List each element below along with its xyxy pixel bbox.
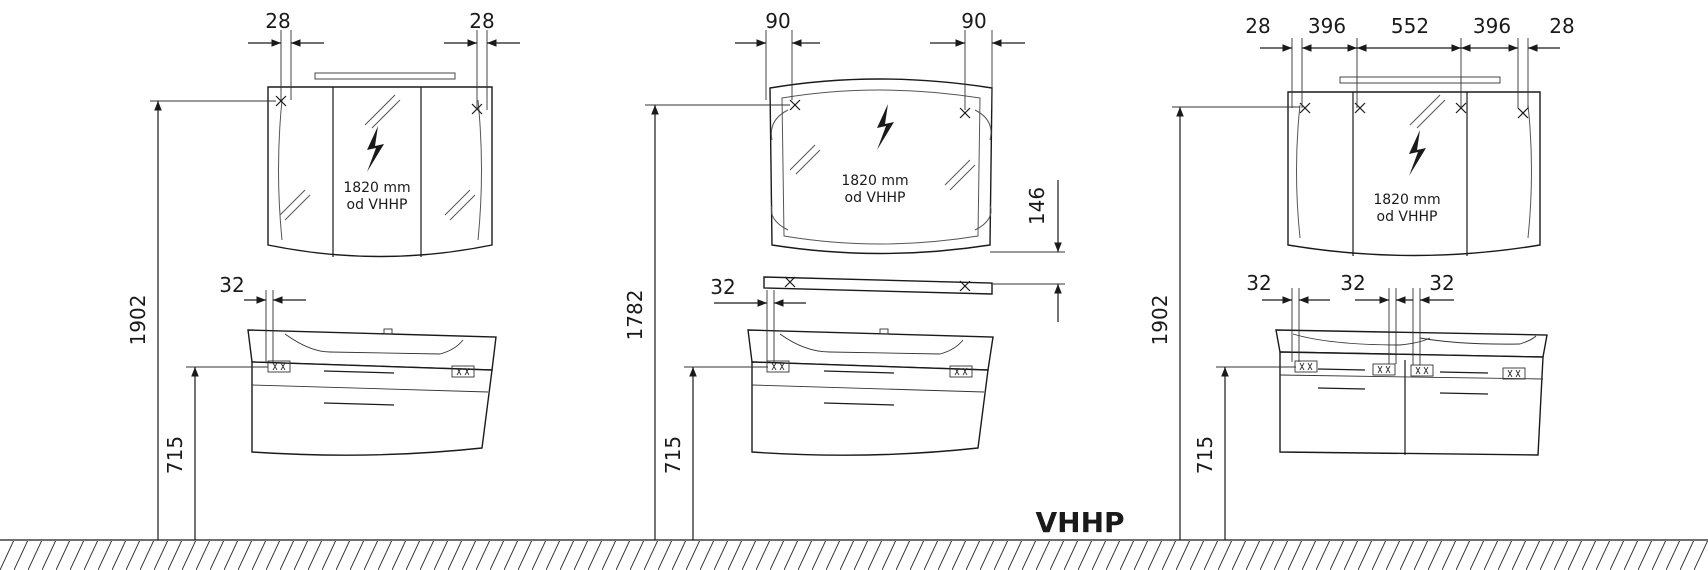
left-electric-socket-icon-2 — [451, 365, 475, 378]
right-socket-note-2: od VHHP — [1377, 209, 1438, 225]
middle-height-mirror: 1782 — [623, 290, 647, 341]
middle-dim-tap: 32 — [710, 275, 735, 299]
right-electric-socket-icon-3 — [1410, 364, 1434, 377]
right-mounting-point-icon-4 — [1517, 107, 1529, 119]
left-socket-note-2: od VHHP — [347, 197, 408, 213]
right-height-vanity: 715 — [1193, 436, 1217, 474]
left-vanity — [247, 328, 497, 456]
middle-electric-socket-icon-2 — [949, 365, 973, 378]
middle-unit: 1820 mm od VHHP 90 90 1782 146 — [623, 9, 1065, 540]
right-dim-top-3: 552 — [1391, 14, 1429, 38]
right-dim-top-5: 28 — [1549, 14, 1574, 38]
right-dim-top-2: 396 — [1308, 14, 1346, 38]
right-dim-tap-3: 32 — [1429, 271, 1454, 295]
middle-lightning-bolt-icon — [877, 104, 894, 150]
ground-label: VHHP — [1035, 506, 1124, 539]
left-dim-top-1: 28 — [265, 9, 290, 33]
right-electric-socket-icon-2 — [1372, 363, 1396, 376]
middle-electric-socket-icon — [766, 360, 790, 373]
right-mirror-cabinet: 1820 mm od VHHP — [1287, 76, 1541, 257]
left-lightning-bolt-icon — [367, 126, 384, 172]
left-socket-note-1: 1820 mm — [343, 180, 410, 196]
ground-hatch — [0, 541, 1708, 570]
right-unit: 1820 mm od VHHP 28 396 552 396 28 1902 — [1148, 14, 1575, 540]
right-vanity — [1275, 329, 1548, 456]
right-dim-tap-2: 32 — [1340, 271, 1365, 295]
right-dim-top-4: 396 — [1473, 14, 1511, 38]
left-height-vanity: 715 — [163, 436, 187, 474]
middle-dim-top-1: 90 — [765, 9, 790, 33]
right-socket-note-1: 1820 mm — [1373, 192, 1440, 208]
middle-dim-top-2: 90 — [961, 9, 986, 33]
middle-socket-note-1: 1820 mm — [841, 173, 908, 189]
middle-mounting-point-icon-2 — [959, 107, 971, 119]
middle-mounting-point-icon — [789, 99, 801, 111]
middle-mirror: 1820 mm od VHHP — [769, 78, 993, 255]
right-electric-socket-icon — [1294, 360, 1318, 373]
right-dim-tap-1: 32 — [1246, 271, 1271, 295]
floor: VHHP — [0, 506, 1708, 570]
left-unit: 1820 mm od VHHP 28 28 1902 — [126, 9, 520, 540]
left-height-mirror: 1902 — [126, 295, 150, 346]
middle-light-bar — [763, 276, 993, 295]
right-electric-socket-icon-4 — [1502, 367, 1526, 380]
right-lightning-bolt-icon — [1409, 130, 1426, 176]
left-electric-socket-icon — [267, 360, 291, 373]
right-light-fixture — [1339, 76, 1501, 84]
right-dim-top-1: 28 — [1245, 14, 1270, 38]
left-dim-top-2: 28 — [469, 9, 494, 33]
left-mirror-cabinet: 1820 mm od VHHP — [267, 72, 493, 258]
left-mounting-point-icon — [275, 95, 287, 107]
middle-dim-light-gap: 146 — [1025, 187, 1049, 225]
middle-socket-note-2: od VHHP — [845, 190, 906, 206]
left-light-fixture — [314, 72, 456, 80]
middle-height-vanity: 715 — [661, 436, 685, 474]
middle-vanity — [747, 328, 994, 456]
left-dim-tap: 32 — [219, 273, 244, 297]
right-height-mirror: 1902 — [1148, 295, 1172, 346]
